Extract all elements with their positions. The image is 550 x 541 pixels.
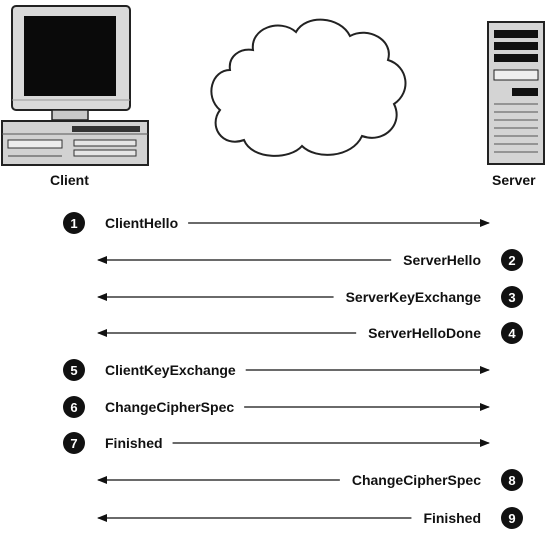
message-row: 4 ServerHelloDone bbox=[97, 322, 523, 344]
step-number: 5 bbox=[70, 363, 77, 378]
step-number: 2 bbox=[508, 253, 515, 268]
server-label: Server bbox=[492, 172, 536, 188]
message-row: 7 Finished bbox=[63, 432, 490, 454]
network-cloud-icon bbox=[210, 18, 407, 157]
message-list: 1 ClientHello 2 ServerHello 3 ServerKeyExchan… bbox=[63, 212, 523, 529]
message-row: 1 ClientHello bbox=[63, 212, 490, 234]
message-row: 6 ChangeCipherSpec bbox=[63, 396, 490, 418]
step-number: 3 bbox=[508, 290, 515, 305]
message-label: Finished bbox=[105, 435, 163, 451]
step-number-badge bbox=[501, 322, 523, 344]
message-label: ClientHello bbox=[105, 215, 178, 231]
step-number: 8 bbox=[508, 473, 515, 488]
step-number: 7 bbox=[70, 436, 77, 451]
step-number: 4 bbox=[508, 326, 516, 341]
client-computer-icon bbox=[1, 5, 149, 166]
step-number-badge bbox=[63, 212, 85, 234]
message-row: 3 ServerKeyExchange bbox=[97, 286, 523, 308]
step-number-badge bbox=[501, 249, 523, 271]
message-label: ServerKeyExchange bbox=[346, 289, 482, 305]
step-number-badge bbox=[501, 507, 523, 529]
step-number-badge bbox=[501, 469, 523, 491]
message-label: ChangeCipherSpec bbox=[105, 399, 234, 415]
server-tower-icon bbox=[487, 21, 545, 165]
step-number-badge bbox=[63, 432, 85, 454]
step-number-badge bbox=[501, 286, 523, 308]
step-number-badge bbox=[63, 359, 85, 381]
step-number: 6 bbox=[70, 400, 77, 415]
message-label: ServerHello bbox=[403, 252, 481, 268]
message-row: 9 Finished bbox=[97, 507, 523, 529]
step-number: 9 bbox=[508, 511, 515, 526]
message-row: 5 ClientKeyExchange bbox=[63, 359, 490, 381]
message-label: Finished bbox=[423, 510, 481, 526]
message-label: ChangeCipherSpec bbox=[352, 472, 481, 488]
step-number-badge bbox=[63, 396, 85, 418]
message-label: ServerHelloDone bbox=[368, 325, 481, 341]
message-row: 8 ChangeCipherSpec bbox=[97, 469, 523, 491]
step-number: 1 bbox=[70, 216, 77, 231]
message-label: ClientKeyExchange bbox=[105, 362, 236, 378]
client-label: Client bbox=[50, 172, 89, 188]
message-row: 2 ServerHello bbox=[97, 249, 523, 271]
